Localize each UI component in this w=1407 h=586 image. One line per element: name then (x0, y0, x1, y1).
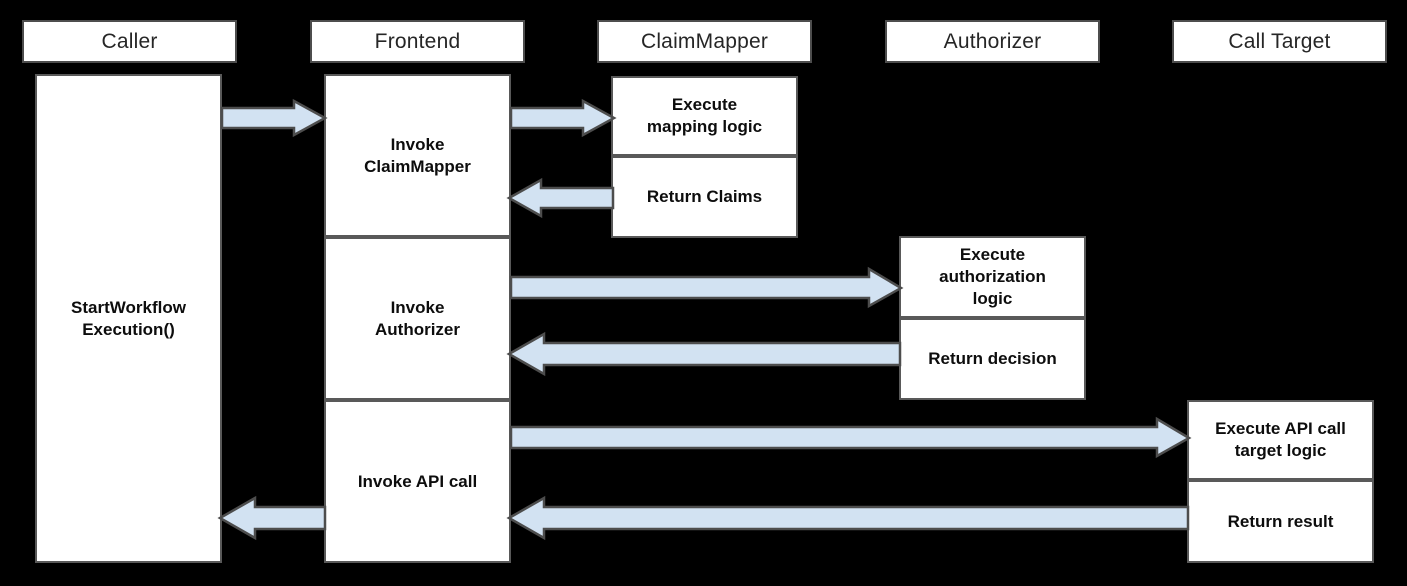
activation-claimmapper-return-claims-label: Return Claims (646, 187, 763, 207)
message-arrow-calltarget-to-frontend[interactable] (506, 495, 1190, 541)
activation-authorizer-return-decision[interactable]: Return decision (899, 318, 1086, 400)
message-arrow-frontend-to-calltarget[interactable] (509, 416, 1192, 459)
lane-header-caller[interactable]: Caller (22, 20, 237, 63)
activation-frontend-invoke-api-call[interactable]: Invoke API call (324, 400, 511, 563)
message-arrow-frontend-to-caller[interactable] (217, 495, 327, 541)
activation-calltarget-execute-api-call-target-logic[interactable]: Execute API call target logic (1187, 400, 1374, 480)
activation-caller-startworkflow[interactable]: StartWorkflow Execution() (35, 74, 222, 563)
activation-calltarget-return-result-label: Return result (1227, 511, 1334, 531)
activation-frontend-invoke-api-call-label: Invoke API call (357, 471, 478, 491)
activation-authorizer-execute-authorization-logic-label: Execute authorization logic (939, 245, 1046, 308)
activation-frontend-invoke-authorizer-label: Invoke Authorizer (375, 297, 460, 339)
activation-frontend-invoke-authorizer[interactable]: Invoke Authorizer (324, 237, 511, 400)
message-arrow-frontend-to-claimmapper[interactable] (509, 98, 617, 138)
activation-frontend-invoke-claimmapper[interactable]: Invoke ClaimMapper (324, 74, 511, 237)
lane-header-caller-label: Caller (101, 29, 158, 53)
message-arrow-frontend-to-authorizer[interactable] (509, 266, 904, 309)
lane-header-frontend[interactable]: Frontend (310, 20, 525, 63)
activation-claimmapper-return-claims[interactable]: Return Claims (611, 156, 798, 238)
activation-claimmapper-execute-mapping-logic[interactable]: Execute mapping logic (611, 76, 798, 156)
message-arrow-caller-to-frontend[interactable] (220, 98, 328, 138)
activation-frontend-invoke-claimmapper-label: Invoke ClaimMapper (364, 134, 471, 176)
lane-header-claimmapper-label: ClaimMapper (640, 29, 769, 53)
lane-header-calltarget-label: Call Target (1228, 29, 1331, 53)
activation-calltarget-return-result[interactable]: Return result (1187, 480, 1374, 563)
message-arrow-authorizer-to-frontend[interactable] (506, 331, 902, 377)
lane-header-claimmapper[interactable]: ClaimMapper (597, 20, 812, 63)
message-arrow-claimmapper-to-frontend[interactable] (506, 177, 615, 219)
activation-calltarget-execute-api-call-target-logic-label: Execute API call target logic (1215, 419, 1346, 460)
lane-header-frontend-label: Frontend (374, 29, 461, 53)
activation-authorizer-return-decision-label: Return decision (928, 349, 1057, 369)
lane-header-calltarget[interactable]: Call Target (1172, 20, 1387, 63)
lane-header-authorizer-label: Authorizer (943, 29, 1042, 53)
activation-claimmapper-execute-mapping-logic-label: Execute mapping logic (646, 95, 763, 136)
activation-caller-startworkflow-label: StartWorkflow Execution() (71, 297, 186, 339)
activation-authorizer-execute-authorization-logic[interactable]: Execute authorization logic (899, 236, 1086, 318)
lane-header-authorizer[interactable]: Authorizer (885, 20, 1100, 63)
